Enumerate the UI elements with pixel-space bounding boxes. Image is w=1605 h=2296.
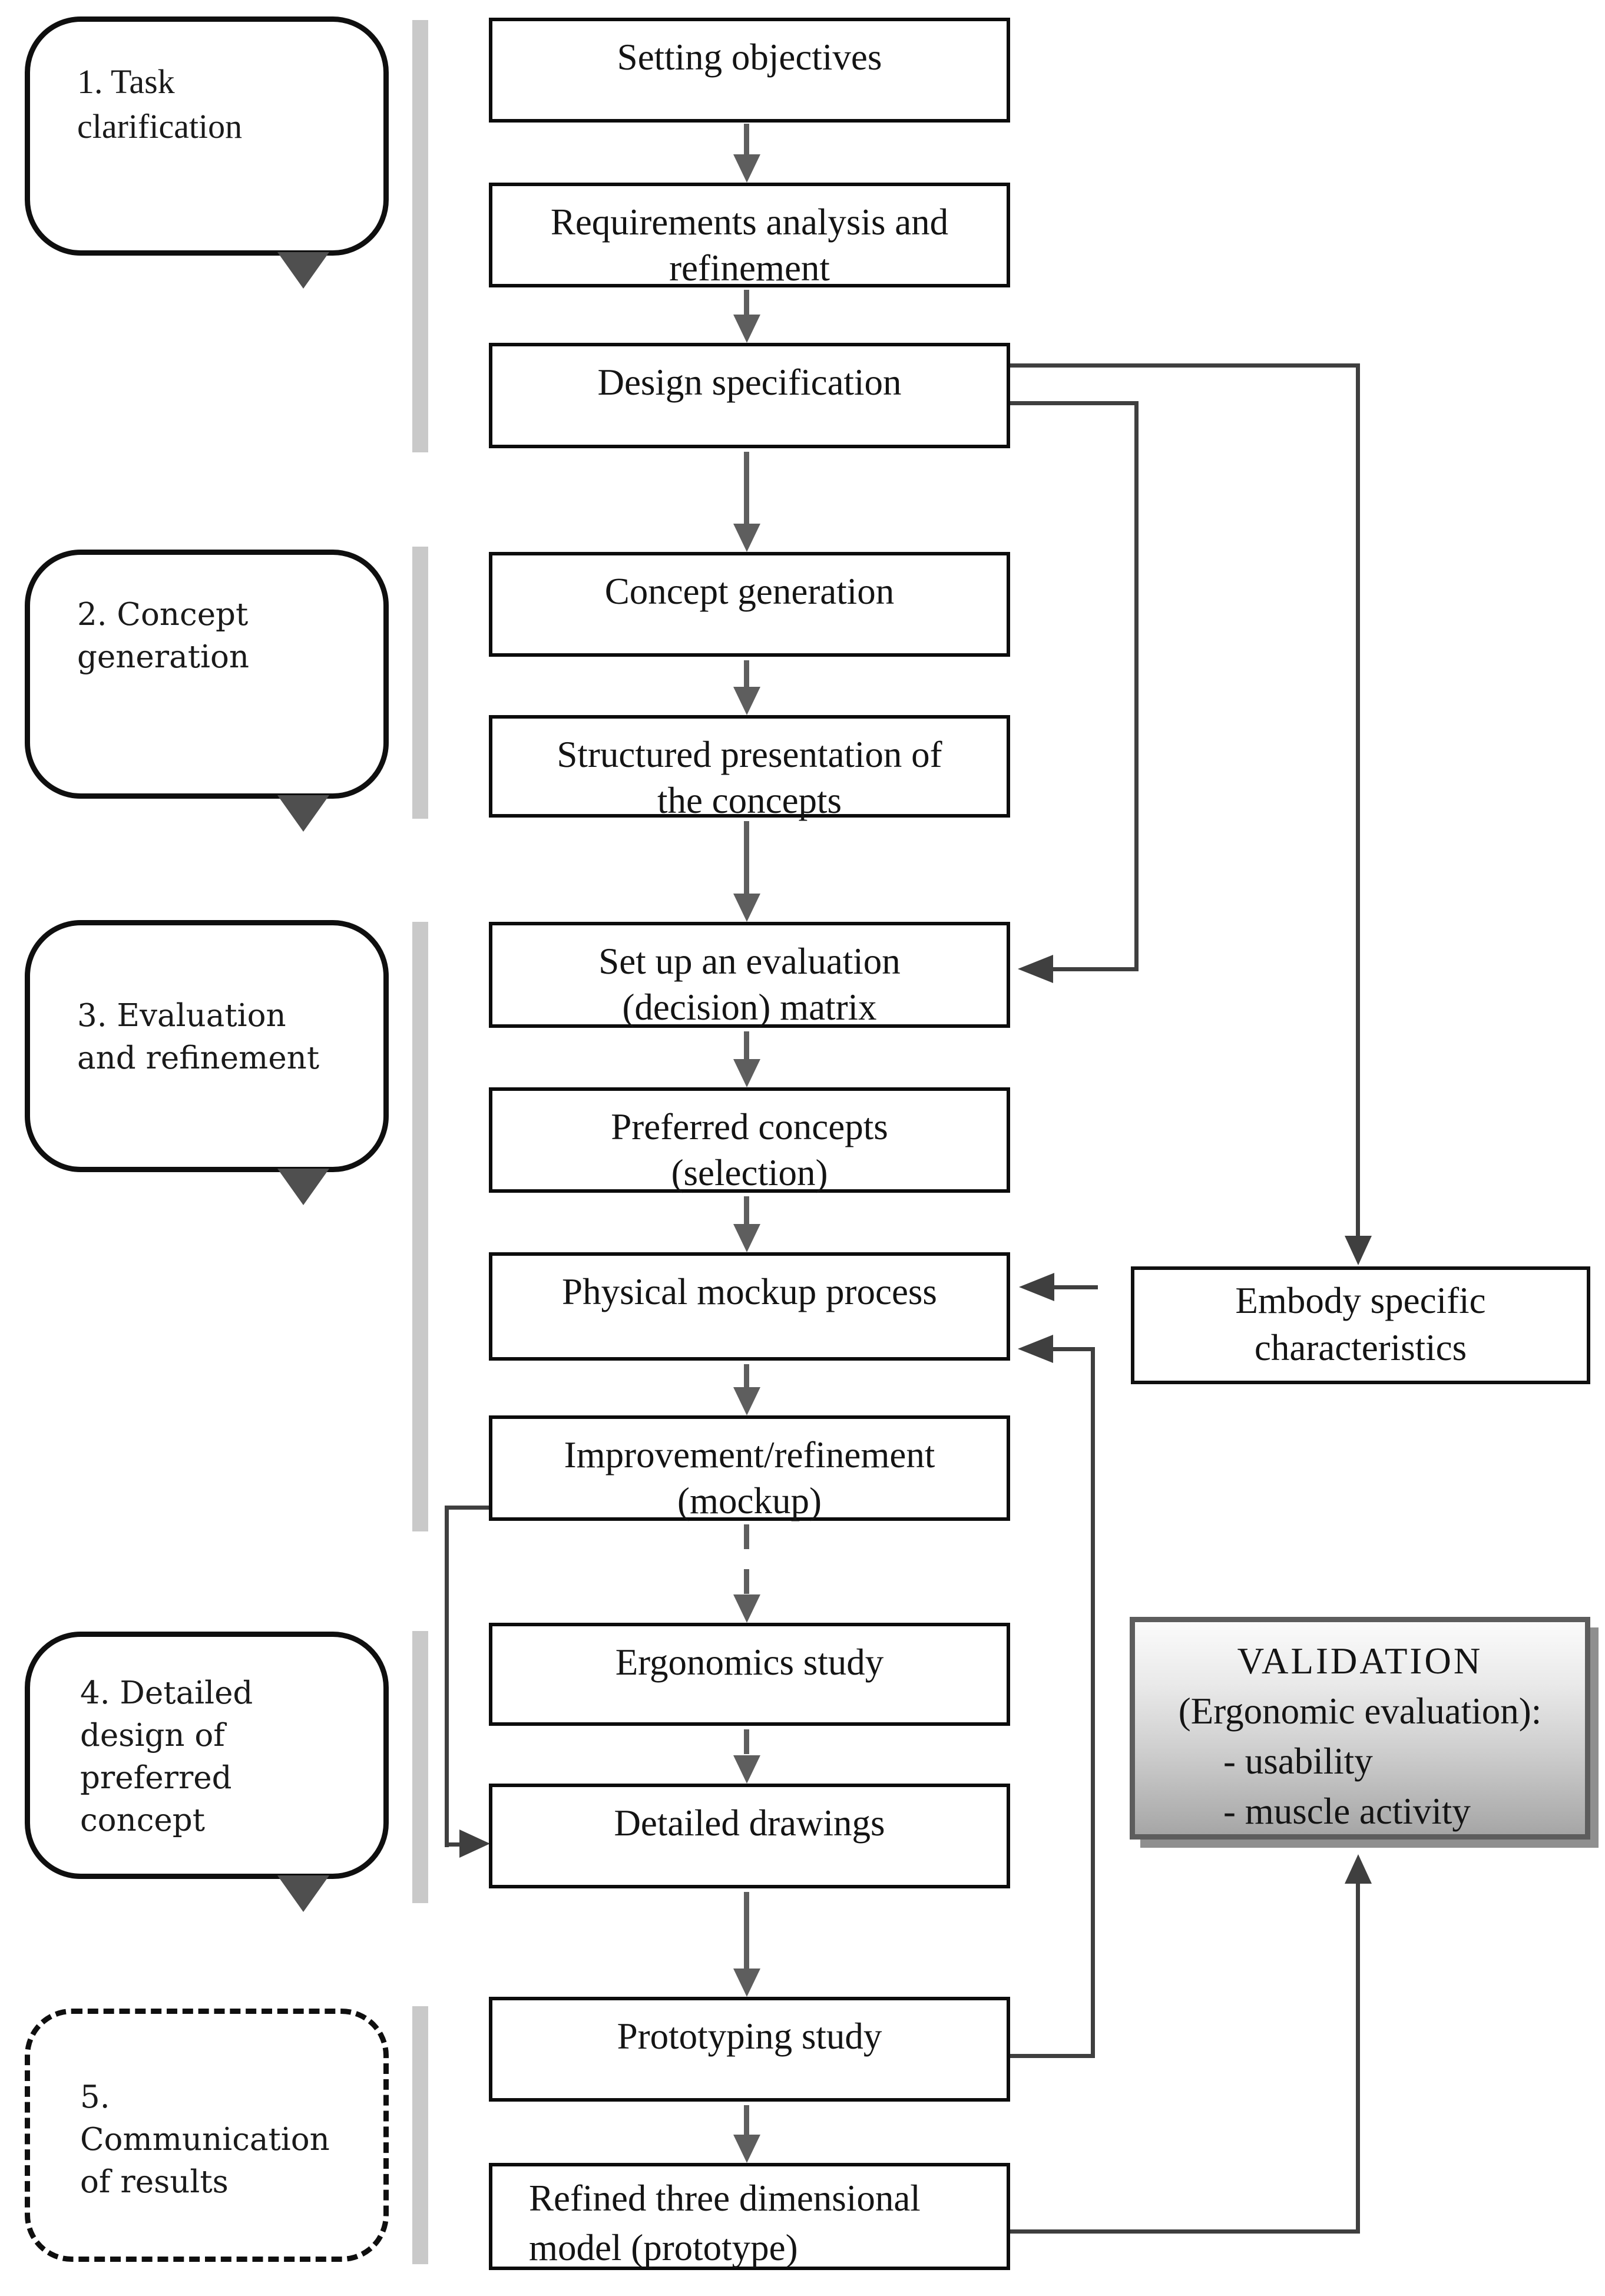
validation-subtitle: (Ergonomic evaluation):: [1178, 1690, 1542, 1732]
phase-label-task-clarification: 1. Task clarification: [25, 16, 389, 256]
flow-box-detailed-drawings: Detailed drawings: [489, 1784, 1010, 1888]
arrow-left-icon: [1018, 955, 1053, 983]
connector-prototyping-mockup-v: [1091, 1347, 1095, 2058]
flow-arrow-stem: [744, 124, 749, 157]
flow-box-preferred-concepts: Preferred concepts (selection): [489, 1087, 1010, 1193]
flow-box-ergonomics-study: Ergonomics study: [489, 1623, 1010, 1726]
phase-pointer-icon: [277, 1169, 329, 1205]
phase-pointer-icon: [277, 1875, 329, 1912]
connector-improvement-drawings-h1: [445, 1506, 491, 1510]
phase-label-evaluation-refinement: 3. Evaluation and refinement: [25, 920, 389, 1172]
arrow-down-icon: [733, 1969, 760, 1997]
phase-bar-4: [412, 1631, 428, 1903]
phase-label-concept-generation: 2. Concept generation: [25, 550, 389, 799]
flow-arrow-stem-dashed: [744, 1524, 749, 1594]
connector-refined-validation-h: [1010, 2229, 1360, 2234]
arrow-right-icon: [459, 1829, 490, 1858]
flow-arrow-stem: [744, 452, 749, 526]
flow-arrow-stem: [744, 290, 749, 317]
arrow-down-icon: [733, 2135, 760, 2163]
flow-box-structured-presentation: Structured presentation of the concepts: [489, 715, 1010, 821]
connector-embody-mockup: [1054, 1285, 1098, 1289]
arrow-down-icon: [733, 687, 760, 715]
arrow-left-icon: [1019, 1273, 1054, 1301]
phase-label-detailed-design: 4. Detailed design of preferred concept: [25, 1632, 389, 1879]
phase-bar-3: [412, 922, 428, 1531]
arrow-down-icon: [733, 1224, 760, 1252]
flow-arrow-stem: [744, 1196, 749, 1226]
flow-box-concept-generation: Concept generation: [489, 552, 1010, 657]
validation-box: VALIDATION (Ergonomic evaluation): - usa…: [1130, 1617, 1590, 1840]
connector-prototyping-mockup-h2: [1053, 1347, 1095, 1351]
flow-box-refined-model: Refined three dimensional model (prototy…: [489, 2163, 1010, 2270]
arrow-down-icon: [733, 154, 760, 183]
phase-pointer-icon: [277, 795, 329, 832]
flow-arrow-stem: [744, 2105, 749, 2136]
flow-box-design-specification: Design specification: [489, 343, 1010, 448]
connector-improvement-drawings-v: [445, 1506, 449, 1847]
phase-bar-1: [412, 20, 428, 452]
flow-arrow-stem: [744, 1364, 749, 1389]
connector-improvement-drawings-h2: [445, 1842, 468, 1847]
validation-item: - usability: [1223, 1741, 1373, 1782]
phase-label-communication-results: 5. Communication of results: [25, 2009, 389, 2262]
connector-designspec-matrix-h1: [1010, 401, 1137, 405]
flow-box-requirements-analysis: Requirements analysis and refinement: [489, 183, 1010, 289]
arrow-left-icon: [1018, 1335, 1053, 1363]
phase-pointer-icon: [277, 252, 329, 289]
connector-designspec-matrix-v: [1134, 401, 1139, 971]
arrow-down-icon: [733, 1059, 760, 1087]
phase-bar-2: [412, 547, 428, 819]
connector-designspec-embody-v: [1356, 363, 1360, 1240]
embody-characteristics-box: Embody specific characteristics: [1131, 1266, 1590, 1384]
connector-refined-validation-v: [1356, 1884, 1360, 2234]
validation-title: VALIDATION: [1237, 1640, 1483, 1682]
arrow-down-icon: [733, 1387, 760, 1415]
validation-item: - muscle activity: [1223, 1791, 1471, 1832]
flow-box-improvement-refinement: Improvement/refinement (mockup): [489, 1415, 1010, 1521]
flow-arrow-stem: [744, 1892, 749, 1970]
phase-bar-5: [412, 2006, 428, 2264]
arrow-down-icon: [733, 1755, 760, 1784]
connector-designspec-embody-h: [1010, 363, 1360, 368]
flow-arrow-stem: [744, 821, 749, 896]
flow-arrow-stem-dashed: [744, 1729, 749, 1754]
connector-designspec-matrix-h2: [1053, 967, 1139, 971]
arrow-down-icon: [733, 524, 760, 552]
flow-box-setting-objectives: Setting objectives: [489, 18, 1010, 123]
arrow-down-icon: [733, 894, 760, 922]
arrow-up-icon: [1345, 1854, 1372, 1884]
flow-box-prototyping-study: Prototyping study: [489, 1997, 1010, 2102]
flow-box-physical-mockup: Physical mockup process: [489, 1252, 1010, 1361]
flow-box-evaluation-matrix: Set up an evaluation (decision) matrix: [489, 922, 1010, 1028]
flow-arrow-stem: [744, 1031, 749, 1061]
connector-prototyping-mockup-h1: [1010, 2054, 1095, 2058]
flow-arrow-stem: [744, 660, 749, 689]
arrow-down-icon: [1345, 1236, 1372, 1265]
arrow-down-icon: [733, 1594, 760, 1623]
arrow-down-icon: [733, 315, 760, 343]
